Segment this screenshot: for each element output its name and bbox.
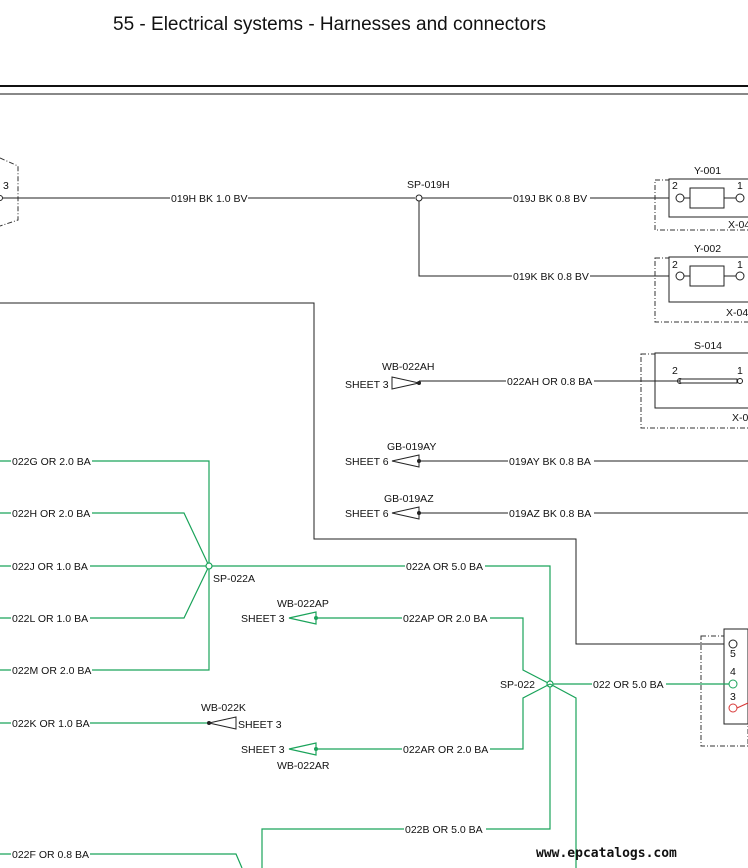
svg-text:X-04: X-04 bbox=[726, 307, 748, 319]
ref-wb-022ar[interactable]: SHEET 3 WB-022AR bbox=[241, 742, 330, 772]
svg-text:SHEET 3: SHEET 3 bbox=[345, 379, 389, 391]
svg-text:022AH OR 0.8 BA: 022AH OR 0.8 BA bbox=[507, 376, 592, 388]
component-y-002[interactable]: Y-002 2 1 X-04 bbox=[654, 243, 748, 323]
svg-text:Y-002: Y-002 bbox=[694, 243, 721, 255]
page-title: 55 - Electrical systems - Harnesses and … bbox=[113, 14, 546, 35]
svg-text:022F OR 0.8 BA: 022F OR 0.8 BA bbox=[12, 849, 89, 861]
svg-text:GB-019AY: GB-019AY bbox=[387, 441, 436, 453]
svg-text:GB-019AZ: GB-019AZ bbox=[384, 493, 434, 505]
svg-text:SP-022: SP-022 bbox=[500, 679, 535, 691]
svg-text:WB-022K: WB-022K bbox=[201, 702, 246, 714]
wire-019az[interactable]: 019AZ BK 0.8 BA bbox=[419, 507, 748, 520]
wire-022-down[interactable] bbox=[549, 683, 577, 868]
splice-sp-022a[interactable]: SP-022A bbox=[205, 562, 255, 585]
svg-text:1: 1 bbox=[737, 180, 743, 192]
wire-022a[interactable]: 022A OR 5.0 BA bbox=[212, 560, 551, 681]
svg-text:2: 2 bbox=[672, 180, 678, 192]
wire-022l[interactable]: 022L OR 1.0 BA bbox=[0, 565, 210, 625]
wire-black-route[interactable] bbox=[0, 302, 729, 645]
wire-022f[interactable]: 022F OR 0.8 BA bbox=[0, 848, 243, 868]
svg-text:022B OR 5.0 BA: 022B OR 5.0 BA bbox=[405, 824, 483, 836]
svg-text:X-04: X-04 bbox=[728, 219, 748, 231]
svg-text:4: 4 bbox=[730, 666, 736, 678]
svg-text:2: 2 bbox=[672, 259, 678, 271]
svg-text:SHEET 3: SHEET 3 bbox=[238, 719, 282, 731]
svg-text:SHEET 6: SHEET 6 bbox=[345, 508, 389, 520]
svg-text:019AY BK 0.8 BA: 019AY BK 0.8 BA bbox=[509, 456, 591, 468]
watermark: www.epcatalogs.com bbox=[536, 846, 677, 861]
wire-022h[interactable]: 022H OR 2.0 BA bbox=[0, 507, 210, 567]
svg-text:022L OR 1.0 BA: 022L OR 1.0 BA bbox=[12, 613, 88, 625]
svg-text:5: 5 bbox=[730, 648, 736, 660]
wire-022ar[interactable]: 022AR OR 2.0 BA bbox=[316, 683, 551, 756]
svg-text:019AZ BK 0.8 BA: 019AZ BK 0.8 BA bbox=[509, 508, 591, 520]
svg-text:SHEET 6: SHEET 6 bbox=[345, 456, 389, 468]
wire-022ah[interactable]: 022AH OR 0.8 BA bbox=[419, 375, 680, 388]
wire-019j[interactable]: 019J BK 0.8 BV bbox=[422, 192, 675, 205]
svg-text:022AP OR 2.0 BA: 022AP OR 2.0 BA bbox=[403, 613, 487, 625]
ref-gb-019az[interactable]: GB-019AZ SHEET 6 bbox=[345, 493, 434, 520]
svg-text:SP-022A: SP-022A bbox=[213, 573, 255, 585]
wire-019h[interactable]: 019H BK 1.0 BV bbox=[3, 192, 415, 205]
svg-text:WB-022AP: WB-022AP bbox=[277, 598, 329, 610]
wire-022j[interactable]: 022J OR 1.0 BA bbox=[0, 560, 206, 573]
wire-022g[interactable]: 022G OR 2.0 BA bbox=[0, 455, 210, 566]
component-s-014[interactable]: S-014 2 1 X-0 bbox=[640, 340, 748, 429]
svg-text:3: 3 bbox=[730, 691, 736, 703]
ref-gb-019ay[interactable]: GB-019AY SHEET 6 bbox=[345, 441, 436, 468]
wire-019ay[interactable]: 019AY BK 0.8 BA bbox=[419, 455, 748, 468]
wire-022m[interactable]: 022M OR 2.0 BA bbox=[0, 566, 210, 677]
svg-text:019H BK 1.0 BV: 019H BK 1.0 BV bbox=[171, 193, 247, 205]
wire-022[interactable]: 022 OR 5.0 BA bbox=[553, 678, 729, 691]
svg-text:022AR OR 2.0 BA: 022AR OR 2.0 BA bbox=[403, 744, 488, 756]
svg-text:022J OR 1.0 BA: 022J OR 1.0 BA bbox=[12, 561, 88, 573]
svg-text:1: 1 bbox=[737, 365, 743, 377]
svg-text:X-0: X-0 bbox=[732, 412, 748, 424]
svg-text:022H OR 2.0 BA: 022H OR 2.0 BA bbox=[12, 508, 90, 520]
svg-text:SHEET 3: SHEET 3 bbox=[241, 744, 285, 756]
svg-text:019K BK 0.8 BV: 019K BK 0.8 BV bbox=[513, 271, 589, 283]
svg-text:WB-022AR: WB-022AR bbox=[277, 760, 330, 772]
ref-wb-022k[interactable]: WB-022K SHEET 3 bbox=[201, 702, 282, 731]
ref-wb-022ap[interactable]: WB-022AP SHEET 3 bbox=[241, 598, 329, 625]
svg-text:022K OR 1.0 BA: 022K OR 1.0 BA bbox=[12, 718, 90, 730]
wire-022ap[interactable]: 022AP OR 2.0 BA bbox=[316, 612, 551, 685]
svg-text:SHEET 3: SHEET 3 bbox=[241, 613, 285, 625]
svg-text:022M OR 2.0 BA: 022M OR 2.0 BA bbox=[12, 665, 91, 677]
ref-wb-022ah[interactable]: WB-022AH SHEET 3 bbox=[345, 361, 435, 391]
svg-text:022A OR 5.0 BA: 022A OR 5.0 BA bbox=[406, 561, 483, 573]
right-connector[interactable]: 5 4 3 bbox=[700, 628, 748, 747]
svg-text:SP-019H: SP-019H bbox=[407, 179, 450, 191]
wire-019k[interactable]: 019K BK 0.8 BV bbox=[418, 201, 675, 283]
svg-text:022G OR 2.0 BA: 022G OR 2.0 BA bbox=[12, 456, 91, 468]
svg-text:S-014: S-014 bbox=[694, 340, 722, 352]
left-connector: 3 bbox=[0, 157, 19, 227]
svg-text:WB-022AH: WB-022AH bbox=[382, 361, 435, 373]
wire-022b[interactable]: 022B OR 5.0 BA bbox=[261, 687, 551, 868]
left-connector-pin: 3 bbox=[3, 180, 9, 192]
svg-text:1: 1 bbox=[737, 259, 743, 271]
svg-text:2: 2 bbox=[672, 365, 678, 377]
svg-text:019J BK 0.8 BV: 019J BK 0.8 BV bbox=[513, 193, 587, 205]
svg-text:Y-001: Y-001 bbox=[694, 165, 721, 177]
wire-022k[interactable]: 022K OR 1.0 BA bbox=[0, 717, 209, 730]
svg-text:022 OR 5.0 BA: 022 OR 5.0 BA bbox=[593, 679, 664, 691]
component-y-001[interactable]: Y-001 2 1 X-04 bbox=[654, 165, 748, 231]
